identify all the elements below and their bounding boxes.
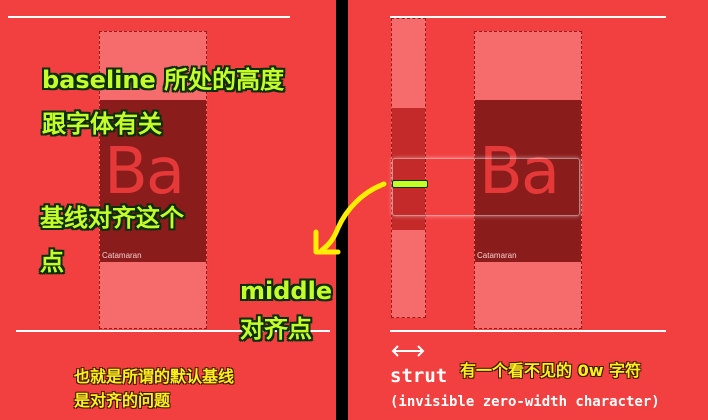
- sample-glyphs: Ba: [104, 135, 185, 209]
- strut-content-area: [392, 108, 425, 230]
- font-label: Catamaran: [102, 251, 142, 260]
- annotation-middle-line2: 对齐点: [240, 315, 312, 343]
- annotation-middle-line1: middle: [240, 277, 333, 305]
- content-area: [475, 100, 581, 262]
- annotation-baseline-line2: 跟字体有关: [42, 110, 162, 138]
- top-line: [8, 16, 290, 18]
- top-line: [390, 16, 666, 18]
- annotation-baseline-line1: baseline 所处的高度: [42, 66, 285, 94]
- strut-note: 有一个看不见的 0w 字符: [460, 361, 642, 380]
- content-area: [100, 100, 206, 262]
- annotation-align-line1: 基线对齐这个: [40, 204, 184, 232]
- arrow-icon: [313, 181, 387, 255]
- note-line1: 也就是所谓的默认基线: [74, 367, 235, 386]
- font-label: Catamaran: [477, 251, 517, 260]
- strut-label: strut: [390, 365, 448, 387]
- double-arrow-icon: [391, 345, 425, 357]
- left-panel: Ba Catamaran baseline 所处的高度 跟字体有关 基线对齐这个…: [0, 0, 336, 420]
- bottom-line: [390, 330, 666, 332]
- sample-glyphs: Ba: [479, 135, 560, 209]
- right-panel: Ba Catamaran strut 有一个看不见的 0w 字符 (invisi…: [348, 0, 708, 420]
- strut-marker: [392, 180, 428, 188]
- strut-description: (invisible zero-width character): [390, 394, 660, 410]
- bottom-line: [16, 330, 330, 332]
- note-line2: 是对齐的问题: [74, 391, 171, 410]
- annotation-align-line2: 点: [40, 248, 64, 276]
- panel-divider: [336, 0, 348, 420]
